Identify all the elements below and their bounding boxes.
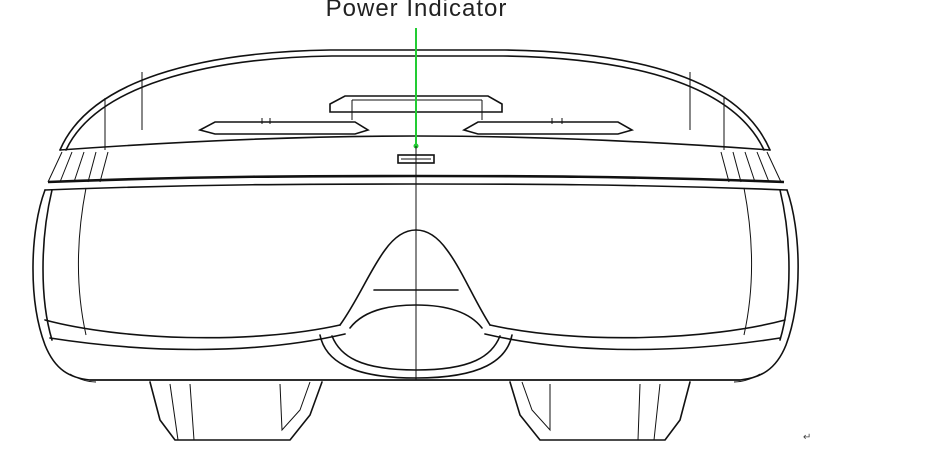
lens-plate-lower-right xyxy=(484,333,781,351)
face-cushion-left-inner xyxy=(169,381,311,441)
face-body-right-inner xyxy=(743,187,752,336)
lens-plate-bottom-right xyxy=(489,319,786,339)
nose-bridge xyxy=(339,229,491,326)
face-body-right-edge xyxy=(779,189,790,341)
power-indicator-label: Power Indicator xyxy=(325,0,508,22)
top-right-button-tick xyxy=(551,118,563,124)
face-cushion-left xyxy=(149,381,323,441)
lens-plate-bottom-left xyxy=(44,319,341,339)
outer-shell-inner-rim xyxy=(65,55,765,151)
face-body-left-inner xyxy=(78,187,87,336)
top-right-button xyxy=(461,121,635,135)
bottom-face-lip xyxy=(69,373,761,383)
face-body-left-edge xyxy=(42,189,53,341)
right-bevel-lines xyxy=(720,151,782,183)
face-cushion-right xyxy=(509,381,691,441)
lens-plate-lower-left xyxy=(49,333,346,351)
top-left-button-tick xyxy=(261,118,271,124)
face-cushion-right-inner xyxy=(521,381,661,441)
outer-shell xyxy=(59,49,771,151)
return-mark: ↵ xyxy=(803,432,812,443)
top-left-button xyxy=(197,121,370,135)
left-bevel-lines xyxy=(47,151,109,183)
